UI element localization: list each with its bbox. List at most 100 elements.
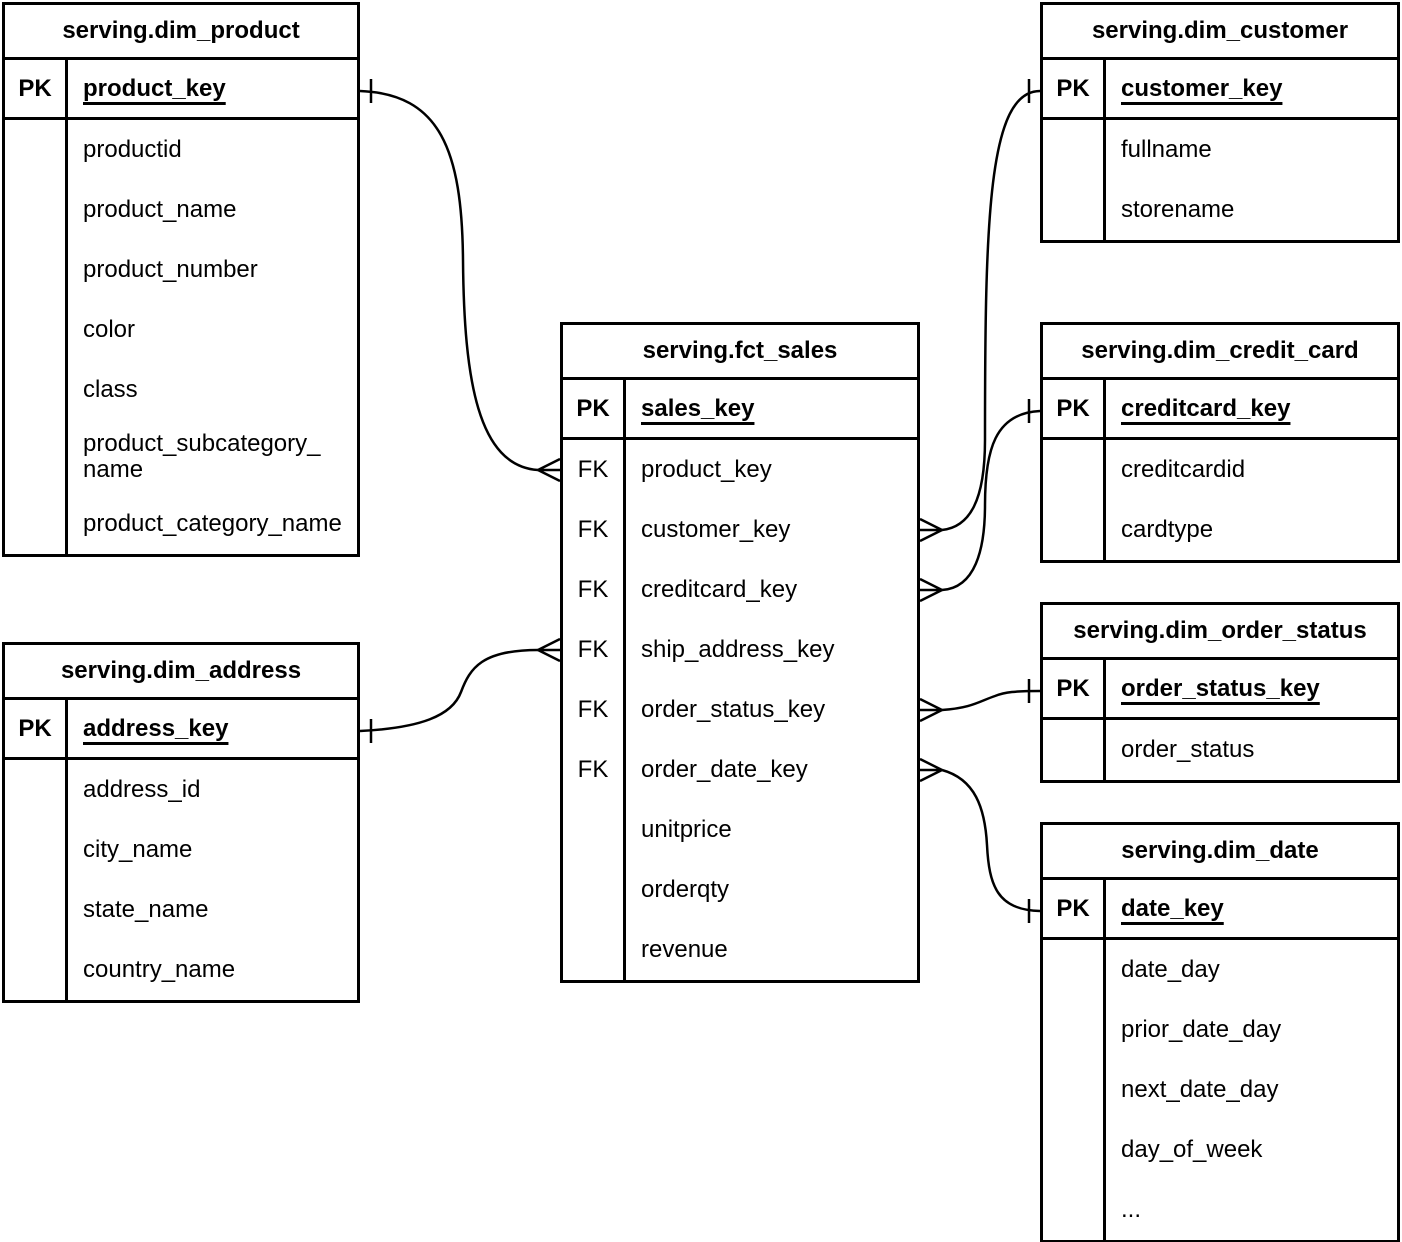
column-row: FK ship_address_key	[563, 620, 917, 680]
pk-tag: PK	[5, 700, 68, 757]
table-title: serving.dim_date	[1043, 825, 1397, 880]
tag-cell	[5, 880, 68, 940]
column-row: orderqty	[563, 860, 917, 920]
column-name: cardtype	[1121, 516, 1214, 544]
tag-cell	[563, 860, 626, 920]
tag-cell	[5, 240, 68, 300]
fk-tag: FK	[563, 620, 626, 680]
pk-tag: PK	[563, 380, 626, 437]
fk-tag: FK	[563, 560, 626, 620]
tag-cell	[5, 120, 68, 180]
relationship-customer	[919, 79, 1041, 543]
column-name: product_category_name	[83, 510, 342, 538]
column-row: product_subcategory_name	[5, 420, 357, 494]
column-name: city_name	[83, 836, 193, 864]
table-dim-order-status: serving.dim_order_status PK order_status…	[1040, 602, 1400, 783]
pk-column-name: sales_key	[641, 394, 755, 422]
crows-foot-many-icon	[919, 577, 943, 603]
tag-cell	[1043, 440, 1106, 500]
pk-column-name: address_key	[83, 714, 229, 742]
column-row: cardtype	[1043, 500, 1397, 560]
column-row: productid	[5, 120, 357, 180]
tag-cell	[1043, 1000, 1106, 1060]
tag-cell	[563, 920, 626, 980]
column-name: creditcard_key	[641, 576, 798, 604]
tag-cell	[5, 300, 68, 360]
relationship-line	[941, 89, 1041, 532]
table-dim-address: serving.dim_address PK address_key addre…	[2, 642, 360, 1003]
relationship-ship-address	[359, 637, 561, 743]
tag-cell	[5, 940, 68, 1000]
column-row: FK product_key	[563, 440, 917, 500]
fk-tag: FK	[563, 500, 626, 560]
tag-cell	[1043, 180, 1106, 240]
table-dim-product: serving.dim_product PK product_key produ…	[2, 2, 360, 557]
column-row: FK customer_key	[563, 500, 917, 560]
table-title: serving.dim_order_status	[1043, 605, 1397, 660]
tag-cell	[5, 760, 68, 820]
table-title: serving.dim_credit_card	[1043, 325, 1397, 380]
column-row: day_of_week	[1043, 1120, 1397, 1180]
fk-tag: FK	[563, 680, 626, 740]
column-row: FK creditcard_key	[563, 560, 917, 620]
column-row: unitprice	[563, 800, 917, 860]
column-name: order_status	[1121, 736, 1255, 764]
column-name: color	[83, 316, 136, 344]
tag-cell	[563, 800, 626, 860]
fk-tag: FK	[563, 740, 626, 800]
column-name: product_key	[641, 456, 772, 484]
relationship-creditcard	[919, 399, 1041, 603]
table-title: serving.dim_address	[5, 645, 357, 700]
crows-foot-many-icon	[919, 697, 943, 723]
tag-cell	[5, 360, 68, 420]
column-name: ...	[1121, 1196, 1142, 1224]
crows-foot-many-icon	[919, 757, 943, 783]
column-row: color	[5, 300, 357, 360]
pk-column-name: date_key	[1121, 894, 1224, 922]
column-name: product_subcategory_name	[83, 430, 321, 483]
column-row: order_status	[1043, 720, 1397, 780]
column-name: unitprice	[641, 816, 732, 844]
pk-column-name: product_key	[83, 74, 226, 102]
column-row: prior_date_day	[1043, 1000, 1397, 1060]
column-name: country_name	[83, 956, 236, 984]
column-name: order_date_key	[641, 756, 808, 784]
relationship-line	[941, 409, 1041, 592]
column-name: productid	[83, 136, 182, 164]
pk-tag: PK	[1043, 380, 1106, 437]
column-row: FK order_status_key	[563, 680, 917, 740]
column-name: customer_key	[641, 516, 791, 544]
pk-tag: PK	[5, 60, 68, 117]
relationship-line	[359, 89, 539, 472]
column-name: day_of_week	[1121, 1136, 1263, 1164]
table-title: serving.dim_customer	[1043, 5, 1397, 60]
column-name: state_name	[83, 896, 209, 924]
column-name: address_id	[83, 776, 201, 804]
table-fct-sales: serving.fct_sales PK sales_key FK produc…	[560, 322, 920, 983]
pk-row: PK customer_key	[1043, 60, 1397, 120]
table-dim-credit-card: serving.dim_credit_card PK creditcard_ke…	[1040, 322, 1400, 563]
column-name: order_status_key	[641, 696, 826, 724]
column-row: date_day	[1043, 940, 1397, 1000]
tag-cell	[1043, 120, 1106, 180]
relationship-line	[941, 689, 1041, 712]
column-name: orderqty	[641, 876, 730, 904]
tag-cell	[1043, 940, 1106, 1000]
pk-row: PK address_key	[5, 700, 357, 760]
pk-column-name: creditcard_key	[1121, 394, 1291, 422]
tag-cell	[5, 494, 68, 554]
pk-column-name: customer_key	[1121, 74, 1283, 102]
column-name: product_number	[83, 256, 258, 284]
pk-row: PK product_key	[5, 60, 357, 120]
table-dim-customer: serving.dim_customer PK customer_key ful…	[1040, 2, 1400, 243]
column-name: storename	[1121, 196, 1235, 224]
column-row: product_category_name	[5, 494, 357, 554]
column-row: next_date_day	[1043, 1060, 1397, 1120]
column-name: ship_address_key	[641, 636, 835, 664]
table-title: serving.dim_product	[5, 5, 357, 60]
column-row: ...	[1043, 1180, 1397, 1240]
crows-foot-many-icon	[919, 517, 943, 543]
pk-row: PK sales_key	[563, 380, 917, 440]
relationship-order-date	[919, 757, 1041, 923]
